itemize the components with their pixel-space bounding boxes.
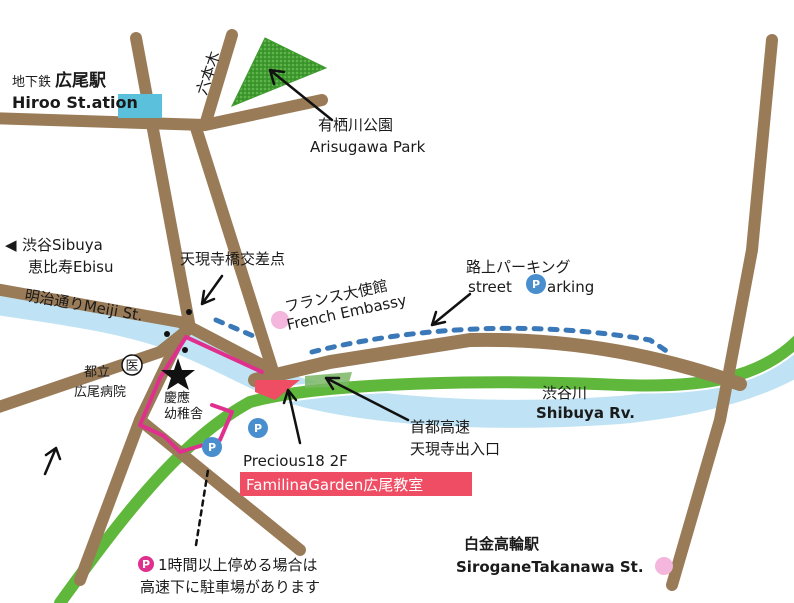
arrow-northeast <box>43 446 62 476</box>
street-parking-label-jp: 路上パーキング <box>466 258 571 276</box>
road-southwest <box>0 322 196 413</box>
crossing-dot-1 <box>186 309 192 315</box>
note-line2: 高速下に駐車場があります <box>140 578 320 596</box>
street-parking-label-en-right: arking <box>547 278 594 296</box>
parking-pin-street: P <box>526 274 546 294</box>
shibuya-river-label-en: Shibuya Rv. <box>536 404 635 422</box>
keio-star-icon <box>161 358 195 390</box>
shibuya-arrow: ◀ <box>5 236 17 254</box>
svg-text:P: P <box>254 422 262 435</box>
shibuya-label: 渋谷Sibuya <box>22 236 103 254</box>
road-east-vertical <box>666 34 778 591</box>
svg-text:P: P <box>208 441 216 454</box>
arrow-park <box>268 68 334 122</box>
road-south-diagonal <box>134 414 306 556</box>
svg-text:医: 医 <box>125 359 138 374</box>
familina-label: FamilinaGarden広尾教室 <box>246 476 423 494</box>
expressway-label-jp2: 天現寺出入口 <box>410 440 500 458</box>
destination-red-marker <box>255 380 300 400</box>
street-parking-dotted-line <box>213 317 671 355</box>
road-north-south-main <box>130 32 196 334</box>
svg-text:P: P <box>532 278 540 291</box>
hiroo-label-en: Hiroo St.ation <box>12 93 138 112</box>
road-roppongi <box>199 29 238 131</box>
hospital-icon: 医 <box>121 354 143 376</box>
park-label-en: Arisugawa Park <box>310 138 426 156</box>
hiroo-label-small: 地下鉄 <box>12 75 51 90</box>
arrow-note-dashed <box>194 468 210 547</box>
crossing-dot-3 <box>182 347 188 353</box>
keio-school-outline <box>138 335 264 454</box>
road-main-east <box>248 332 747 391</box>
hospital-label-line2: 広尾病院 <box>74 385 126 400</box>
road-meiji <box>0 283 274 374</box>
hiroo-label-big: 広尾駅 <box>55 70 107 91</box>
parking-pin-1: P <box>248 418 268 438</box>
crossing-dot-2 <box>164 331 170 337</box>
svg-text:P: P <box>142 558 150 571</box>
tengenji-cross-label: 天現寺橋交差点 <box>180 250 285 268</box>
sirogane-label-en: SiroganeTakanawa St. <box>456 558 644 576</box>
precious-label: Precious18 2F <box>243 452 348 470</box>
note-line1: 1時間以上停める場合は <box>158 556 318 574</box>
ebisu-label: 恵比寿Ebisu <box>28 258 114 276</box>
arrows <box>43 68 472 547</box>
arrow-street-parking <box>430 292 472 327</box>
hospital-label-line1: 都立 <box>84 365 110 380</box>
sirogane-station-dot <box>655 557 673 575</box>
keio-label-line1: 慶應 <box>164 390 190 406</box>
park-label-jp: 有栖川公園 <box>318 116 393 134</box>
road-diagonal-to-junction <box>190 122 278 374</box>
familina-badge <box>240 472 472 496</box>
sirogane-label-jp: 白金高輪駅 <box>464 535 540 553</box>
shibuya-river-label-jp: 渋谷川 <box>542 384 587 402</box>
street-parking-label-en-left: street <box>468 278 512 296</box>
arrow-tengenji <box>200 274 224 306</box>
parking-pin-note: P <box>138 556 154 572</box>
expressway-label-jp1: 首都高速 <box>410 418 470 436</box>
arrow-expressway-entrance <box>324 376 410 422</box>
hiroo-station-box <box>118 94 162 118</box>
keio-label-line2: 幼稚舎 <box>164 407 203 422</box>
french-embassy-dot <box>271 311 289 329</box>
parking-pin-2: P <box>202 437 222 457</box>
arrow-precious <box>282 388 302 445</box>
